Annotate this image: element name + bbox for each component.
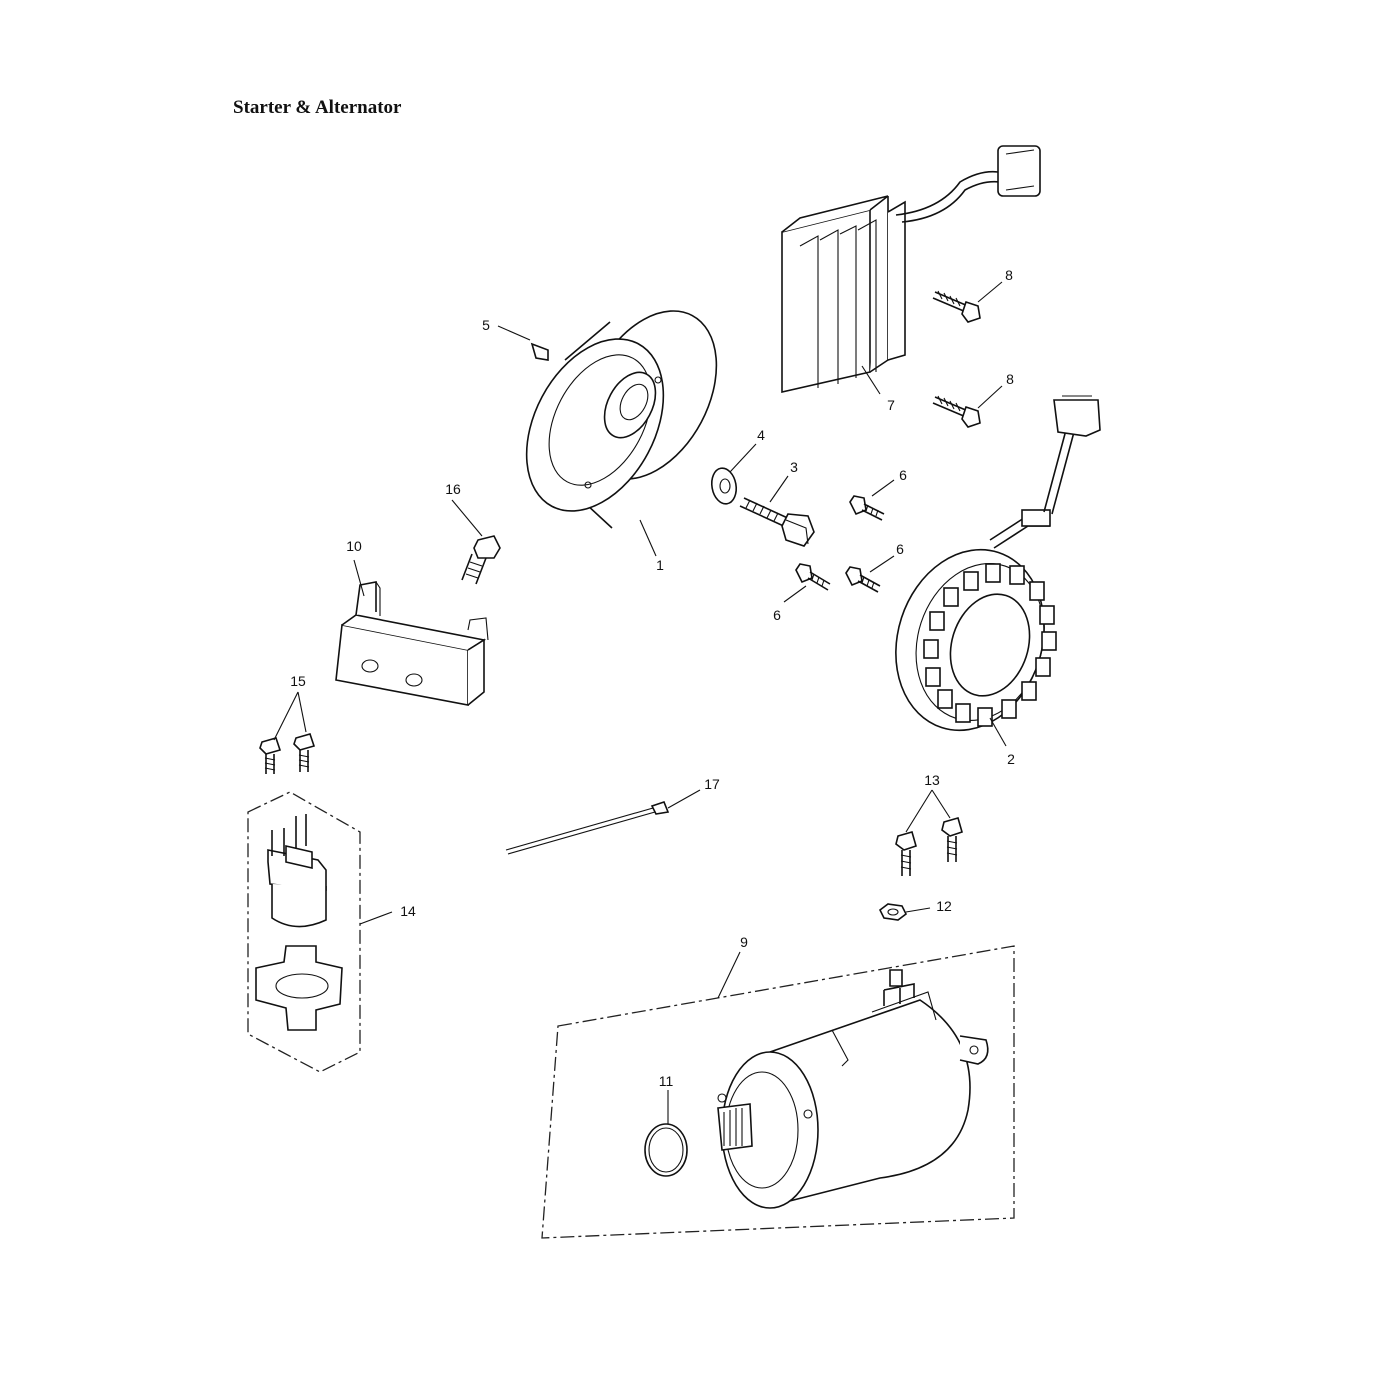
part-regulator-rectifier[interactable] bbox=[781, 145, 1041, 394]
part-bolt-15-right[interactable] bbox=[293, 733, 316, 772]
callout-2: 2 bbox=[1007, 751, 1015, 767]
callout-15: 15 bbox=[290, 673, 306, 689]
part-bolt-8-upper[interactable] bbox=[932, 290, 981, 323]
callout-10: 10 bbox=[346, 538, 362, 554]
part-starter-relay[interactable] bbox=[247, 791, 361, 1073]
part-bolt-8-lower[interactable] bbox=[932, 395, 981, 428]
callout-8-lower: 8 bbox=[1006, 371, 1014, 387]
part-washer[interactable] bbox=[709, 466, 739, 506]
callout-13: 13 bbox=[924, 772, 940, 788]
callout-3: 3 bbox=[790, 459, 798, 475]
part-bolt-13-left[interactable] bbox=[895, 831, 917, 876]
leader-lines bbox=[273, 281, 1007, 1124]
callout-14: 14 bbox=[400, 903, 416, 919]
callout-1: 1 bbox=[656, 557, 664, 573]
page-title: Starter & Alternator bbox=[233, 97, 402, 118]
callout-6-upper: 6 bbox=[899, 467, 907, 483]
part-starter-motor[interactable] bbox=[541, 945, 1015, 1239]
callout-16: 16 bbox=[445, 481, 461, 497]
callout-4: 4 bbox=[757, 427, 765, 443]
callout-8-upper: 8 bbox=[1005, 267, 1013, 283]
part-woodruff-key[interactable] bbox=[530, 342, 549, 361]
part-flywheel-rotor[interactable] bbox=[499, 288, 744, 534]
stator-windings bbox=[923, 563, 1057, 727]
callout-6-middle: 6 bbox=[896, 541, 904, 557]
part-screw-6-c[interactable] bbox=[795, 563, 831, 591]
part-screw-6-a[interactable] bbox=[849, 495, 885, 521]
part-stator[interactable] bbox=[873, 395, 1101, 750]
callout-12: 12 bbox=[936, 898, 952, 914]
part-bracket[interactable] bbox=[335, 581, 489, 706]
callout-11: 11 bbox=[659, 1073, 674, 1089]
part-flywheel-bolt[interactable] bbox=[739, 497, 815, 547]
callout-6-lower: 6 bbox=[773, 607, 781, 623]
callout-5: 5 bbox=[482, 317, 490, 333]
part-bolt-16[interactable] bbox=[461, 535, 501, 585]
callout-7: 7 bbox=[887, 397, 895, 413]
callout-labels: 1 2 3 4 5 6 6 6 7 8 8 9 10 11 12 13 14 1… bbox=[290, 267, 1015, 1089]
part-nut[interactable] bbox=[878, 903, 908, 921]
callout-17: 17 bbox=[704, 776, 720, 792]
part-bolt-15-left[interactable] bbox=[259, 737, 282, 774]
callout-9: 9 bbox=[740, 934, 748, 950]
part-screw-6-b[interactable] bbox=[845, 566, 881, 593]
part-cable-tie[interactable] bbox=[505, 801, 670, 855]
part-o-ring[interactable] bbox=[644, 1123, 688, 1177]
part-bolt-13-right[interactable] bbox=[941, 817, 963, 862]
